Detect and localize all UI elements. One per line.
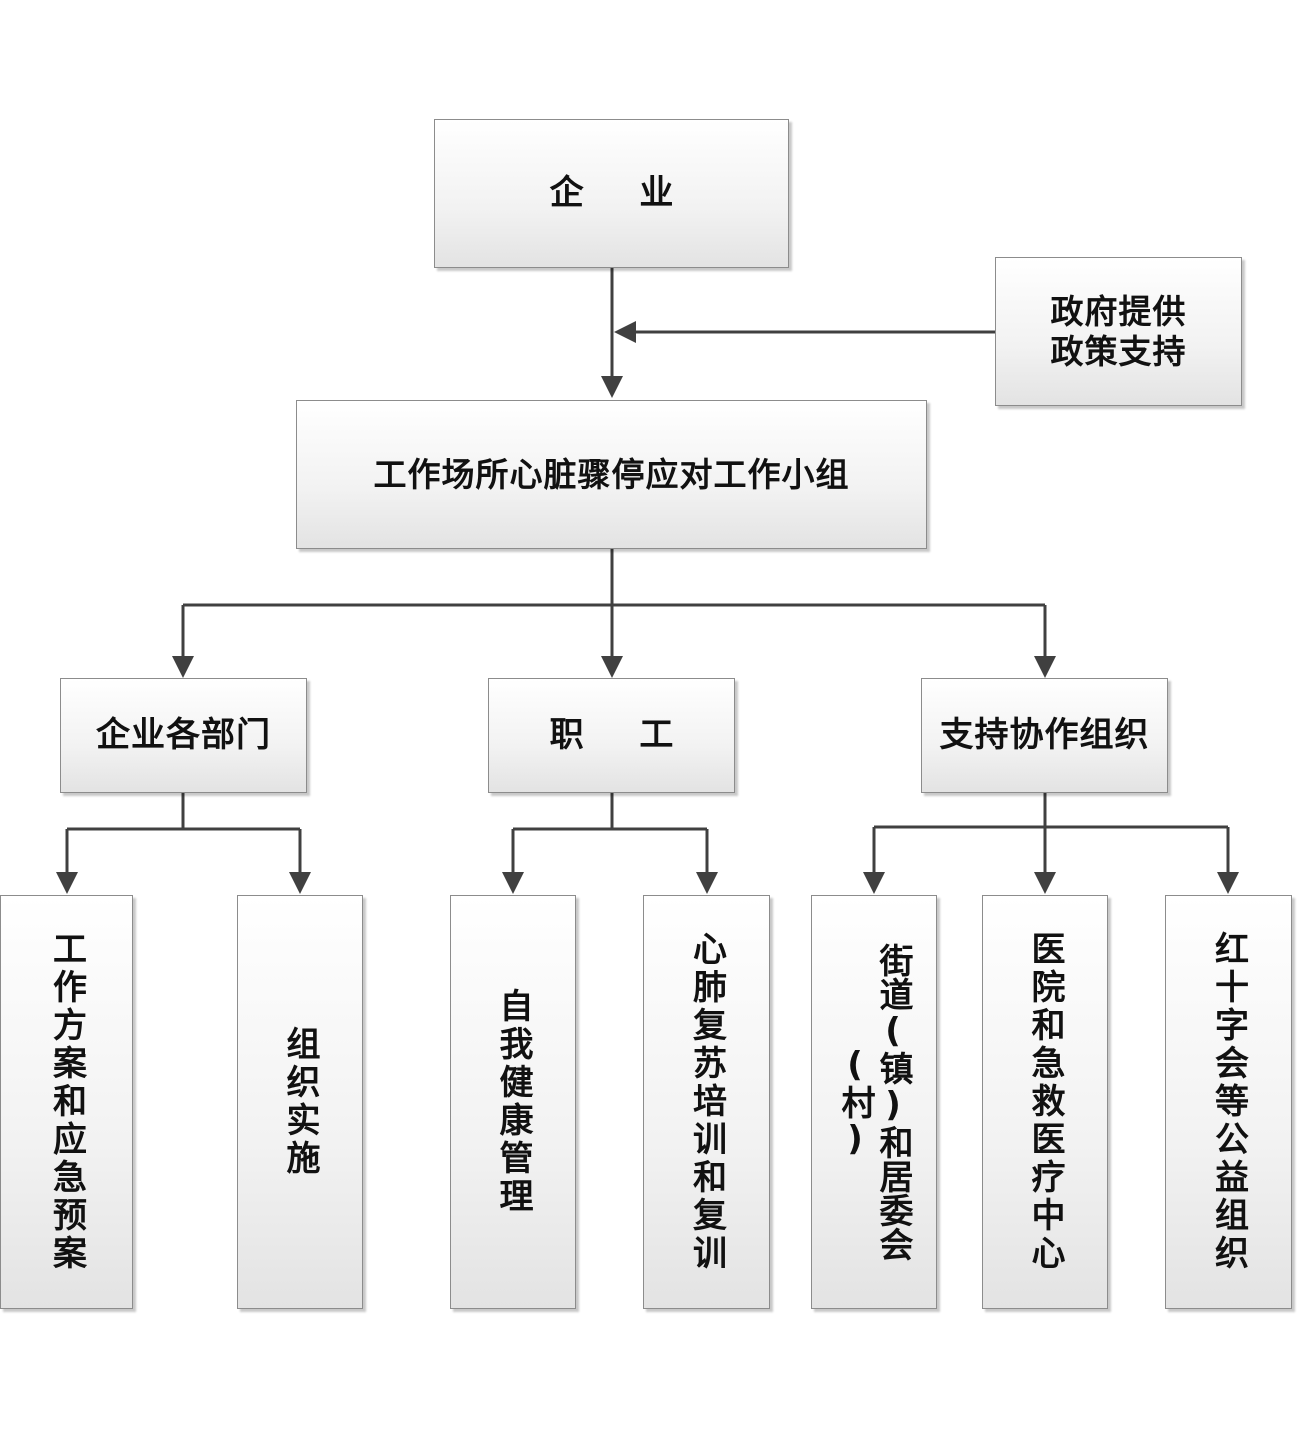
support-org-box: 支持协作组织 <box>921 678 1168 793</box>
departments-box: 企业各部门 <box>60 678 307 793</box>
arrowhead-departments <box>172 656 194 678</box>
government-label-line-1: 政府提供 <box>1050 291 1187 331</box>
implementation-box: 组织实施 <box>237 895 363 1309</box>
health-mgmt-box: 自我健康管理 <box>450 895 576 1309</box>
arrowhead-government <box>614 321 636 343</box>
staff-label: 职 工 <box>549 715 696 756</box>
enterprise-box: 企 业 <box>434 119 789 268</box>
government-box: 政府提供 政策支持 <box>995 257 1242 406</box>
government-label: 政府提供 政策支持 <box>1051 292 1187 372</box>
red-cross-box: 红十字会等公益组织 <box>1165 895 1292 1309</box>
working-group-box: 工作场所心脏骤停应对工作小组 <box>296 400 927 549</box>
support-org-label: 支持协作组织 <box>939 715 1150 756</box>
hospital-label: 医院和急救医疗中心 <box>1025 931 1065 1273</box>
implementation-label: 组织实施 <box>280 1026 320 1178</box>
work-plan-box: 工作方案和应急预案 <box>0 895 133 1309</box>
enterprise-label: 企 业 <box>549 173 696 214</box>
hospital-box: 医院和急救医疗中心 <box>982 895 1108 1309</box>
arrowhead-support <box>1034 656 1056 678</box>
red-cross-label: 红十字会等公益组织 <box>1208 931 1249 1273</box>
street-committee-box: 街道(镇)和居委会(村) <box>811 895 937 1309</box>
departments-label: 企业各部门 <box>96 715 271 756</box>
cpr-training-label: 心肺复苏培训和复训 <box>686 931 727 1273</box>
working-group-label: 工作场所心脏骤停应对工作小组 <box>373 454 850 494</box>
staff-box: 职 工 <box>488 678 735 793</box>
health-mgmt-label: 自我健康管理 <box>493 988 533 1216</box>
arrowhead-staff <box>601 656 623 678</box>
cpr-training-box: 心肺复苏培训和复训 <box>643 895 770 1309</box>
street-committee-label: 街道(镇)和居委会(村) <box>835 943 913 1261</box>
work-plan-label: 工作方案和应急预案 <box>46 931 87 1273</box>
arrowhead-group <box>601 376 623 398</box>
government-label-line-2: 政策支持 <box>1050 331 1187 371</box>
